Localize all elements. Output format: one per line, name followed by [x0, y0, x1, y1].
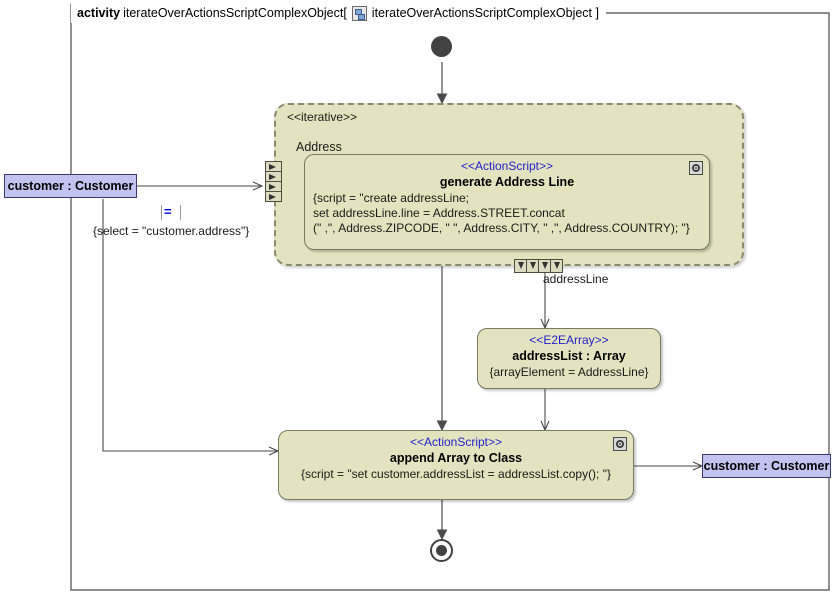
region-input-label: Address — [296, 140, 342, 154]
expansion-output-pins[interactable] — [514, 259, 563, 273]
action-script-icon — [613, 437, 627, 451]
frame-keyword: activity — [77, 6, 121, 20]
initial-node[interactable] — [431, 36, 452, 57]
select-badge-bar-left — [161, 205, 162, 220]
action-node-append-array-to-class[interactable]: <<ActionScript>> append Array to Class {… — [278, 430, 634, 500]
node-stereotype: <<E2EArray>> — [529, 333, 609, 347]
object-pin-customer-output[interactable]: customer : Customer — [702, 454, 831, 478]
node-name: addressList : Array — [512, 349, 626, 363]
activity-frame-title: activity iterateOverActionsScriptComplex… — [71, 3, 606, 23]
object-pin-customer-input[interactable]: customer : Customer — [4, 174, 137, 198]
node-stereotype: <<ActionScript>> — [460, 159, 554, 173]
expansion-input-pins[interactable] — [265, 161, 282, 202]
frame-qualifier: iterateOverActionsScriptComplexObject ] — [371, 6, 599, 20]
action-node-generate-address-line[interactable]: <<ActionScript>> generate Address Line {… — [304, 154, 710, 250]
node-body: {arrayElement = AddressLine} — [489, 365, 649, 379]
activity-final-node[interactable] — [430, 539, 453, 562]
node-body: {script = "create addressLine; set addre… — [313, 191, 690, 235]
node-name: append Array to Class — [389, 451, 523, 465]
expansion-input-pin[interactable] — [265, 191, 282, 202]
object-node-address-list[interactable]: <<E2EArray>> addressList : Array {arrayE… — [477, 328, 661, 389]
select-constraint-note: {select = "customer.address"} — [93, 224, 250, 238]
select-equals-icon: = — [164, 204, 172, 219]
flow-label-address-line: addressLine — [543, 272, 609, 286]
frame-name: iterateOverActionsScriptComplexObject[ — [123, 6, 347, 20]
class-diagram-icon — [351, 5, 367, 21]
region-stereotype: <<iterative>> — [287, 110, 358, 124]
node-name: generate Address Line — [439, 175, 575, 189]
expansion-output-pin[interactable] — [550, 259, 563, 273]
node-body: {script = "set customer.addressList = ad… — [301, 467, 611, 481]
node-stereotype: <<ActionScript>> — [409, 435, 503, 449]
action-script-icon — [689, 161, 703, 175]
select-badge-bar-right — [180, 205, 181, 220]
